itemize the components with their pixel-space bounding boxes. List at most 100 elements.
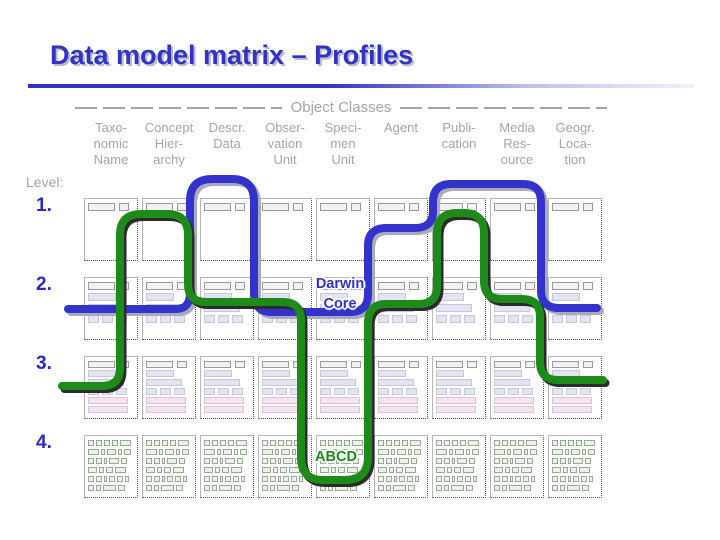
field-boxes: [204, 476, 250, 482]
field-boxes: [494, 440, 540, 446]
field-pink: [320, 397, 361, 404]
field-bar3: [320, 315, 366, 323]
field-bar3: [378, 315, 424, 323]
field-hdr: [262, 361, 308, 368]
field-hdr: [494, 361, 540, 368]
title-rule: [28, 84, 694, 88]
matrix-cell-level2-col3: [200, 277, 254, 340]
matrix-cell-level1-col4: [258, 198, 312, 261]
field-pink: [378, 406, 419, 413]
field-bar: [88, 370, 116, 377]
field-boxes: [552, 440, 598, 446]
field-boxes: [262, 485, 308, 491]
field-bar: [436, 379, 472, 386]
field-bar: [146, 379, 182, 386]
matrix-cell-level1-col8: [490, 198, 544, 261]
matrix-cell-level4-col6: [374, 435, 428, 498]
field-pink: [494, 397, 535, 404]
matrix-cell-level4-col3: [200, 435, 254, 498]
column-header-3: Descr.Data: [208, 120, 246, 151]
field-bar3: [320, 388, 366, 395]
field-hdr: [552, 361, 598, 368]
field-bar: [436, 370, 464, 377]
field-bar3: [146, 315, 192, 323]
field-boxes: [436, 458, 482, 464]
field-bar3: [262, 388, 308, 395]
column-header-7: Publi-cation: [441, 120, 477, 151]
field-bar: [552, 304, 588, 312]
field-boxes: [88, 449, 134, 455]
field-bar: [494, 293, 522, 301]
field-bar3: [88, 315, 134, 323]
field-boxes: [262, 440, 308, 446]
field-bar3: [436, 388, 482, 395]
matrix-cell-level1-col5: [316, 198, 370, 261]
field-boxes: [320, 440, 366, 446]
matrix-cell-level3-col8: [490, 356, 544, 419]
matrix-cell-level4-col8: [490, 435, 544, 498]
field-bar3: [494, 388, 540, 395]
field-bar3: [146, 388, 192, 395]
field-bar: [262, 379, 298, 386]
field-bar: [494, 370, 522, 377]
field-pink: [320, 406, 361, 413]
field-pink: [262, 406, 303, 413]
row-label-level-3: 3.: [36, 353, 52, 374]
field-bar: [378, 379, 414, 386]
field-boxes: [146, 485, 192, 491]
field-boxes: [146, 476, 192, 482]
matrix-cell-level2-col9: [548, 277, 602, 340]
field-boxes: [378, 440, 424, 446]
field-pink: [204, 397, 245, 404]
field-hdr: [494, 203, 540, 211]
matrix-cell-level3-col9: [548, 356, 602, 419]
level-axis-label: Level:: [26, 174, 64, 190]
field-boxes: [378, 485, 424, 491]
field-boxes: [262, 449, 308, 455]
abcd-label: ABCD: [315, 449, 357, 465]
field-bar: [146, 304, 182, 312]
matrix-cell-level4-col1: [84, 435, 138, 498]
field-boxes: [320, 467, 366, 473]
object-classes-header: Object Classes: [75, 99, 607, 116]
matrix-cell-level1-col3: [200, 198, 254, 261]
field-boxes: [494, 485, 540, 491]
field-boxes: [146, 458, 192, 464]
matrix-cell-level3-col6: [374, 356, 428, 419]
matrix-cell-level3-col2: [142, 356, 196, 419]
field-hdr: [436, 203, 482, 211]
field-pink: [88, 397, 129, 404]
field-boxes: [436, 440, 482, 446]
matrix-cell-level2-col7: [432, 277, 486, 340]
field-boxes: [320, 485, 366, 491]
field-hdr: [88, 203, 134, 211]
dash-line-left: [75, 106, 282, 109]
field-pink: [436, 406, 477, 413]
matrix-cell-level4-col7: [432, 435, 486, 498]
matrix-cell-level4-col2: [142, 435, 196, 498]
matrix-cell-level1-col6: [374, 198, 428, 261]
field-pink: [146, 397, 187, 404]
field-bar: [262, 304, 298, 312]
field-pink: [262, 397, 303, 404]
field-boxes: [436, 476, 482, 482]
field-hdr: [436, 282, 482, 290]
field-hdr: [146, 361, 192, 368]
field-hdr: [320, 203, 366, 211]
field-boxes: [204, 458, 250, 464]
field-bar: [204, 304, 240, 312]
field-boxes: [552, 467, 598, 473]
field-bar: [88, 304, 124, 312]
field-hdr: [204, 361, 250, 368]
field-boxes: [204, 449, 250, 455]
field-bar: [146, 370, 174, 377]
field-bar: [204, 293, 232, 301]
field-bar3: [204, 315, 250, 323]
field-pink: [436, 397, 477, 404]
field-hdr: [320, 361, 366, 368]
object-classes-label: Object Classes: [290, 99, 392, 116]
field-hdr: [378, 203, 424, 211]
field-bar3: [204, 388, 250, 395]
